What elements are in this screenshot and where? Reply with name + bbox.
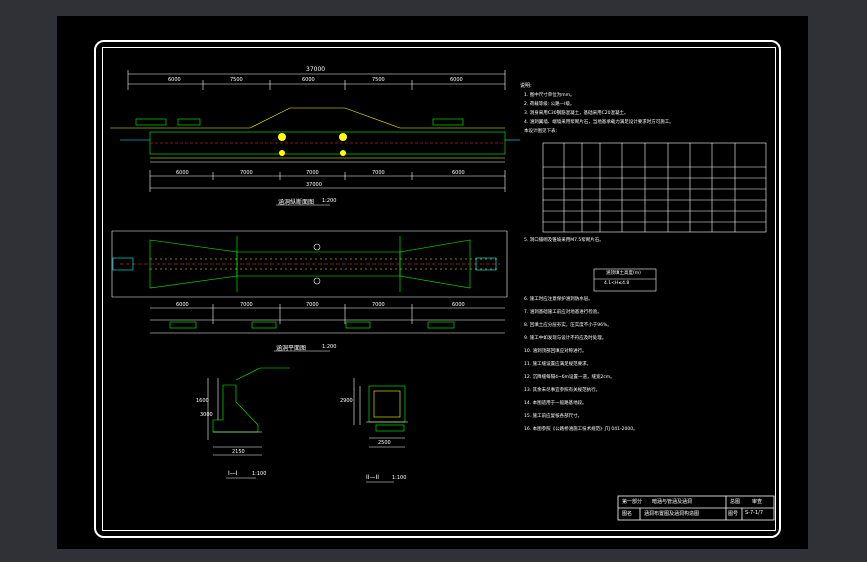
note-4b: 本设计图见下表: bbox=[524, 129, 558, 134]
note-12: 12. 沉降缝每隔4~6m设置一道，缝宽2cm。 bbox=[524, 375, 615, 380]
note-5: 5. 洞口铺砌及锥坡采用M7.5浆砌片石。 bbox=[524, 238, 604, 243]
note-13: 13. 其余未尽事宜参照有关规范执行。 bbox=[524, 388, 601, 393]
mid-seg-4: 7000 bbox=[372, 170, 385, 176]
top-seg-1: 6000 bbox=[168, 77, 181, 83]
section-scale-1: 1:200 bbox=[322, 198, 337, 204]
longitudinal-section bbox=[110, 70, 520, 206]
plan-view bbox=[111, 230, 508, 352]
mid-seg-3: 7000 bbox=[306, 170, 319, 176]
note-7: 7. 涵洞基础施工前应对地基进行检验。 bbox=[524, 310, 602, 315]
section-title-2: 涵洞平面图 bbox=[276, 345, 307, 352]
note-4: 4. 涵洞翼墙、端墙采用浆砌片石，当地基承载力满足设计要求时方可施工。 bbox=[524, 120, 674, 125]
tb-row1-c: 总图 bbox=[730, 499, 741, 505]
plan-seg-1: 6000 bbox=[176, 302, 189, 308]
top-seg-2: 7500 bbox=[230, 77, 243, 83]
tb-row2-a: 图名 bbox=[622, 511, 633, 517]
detail-1-scale: 1:100 bbox=[252, 471, 267, 477]
detail-1-dim-a: 1600 bbox=[196, 398, 209, 404]
tb-row2-d: S-7-1/7 bbox=[745, 510, 764, 516]
top-seg-4: 7500 bbox=[372, 77, 385, 83]
detail-2-dim-a: 2500 bbox=[378, 440, 391, 446]
tb-row1-d: 审查 bbox=[752, 499, 763, 505]
detail-section-1 bbox=[207, 367, 290, 479]
title-block bbox=[617, 495, 775, 521]
table-caption: 涵顶填土高度(m) bbox=[606, 271, 641, 276]
mid-seg-1: 6000 bbox=[176, 170, 189, 176]
note-9: 9. 施工中如发现与设计不符应及时处理。 bbox=[524, 336, 607, 341]
table-value: 4.1<H≤4.8 bbox=[604, 281, 630, 286]
detail-2-scale: 1:100 bbox=[392, 475, 407, 481]
detail-section-2 bbox=[353, 378, 408, 483]
note-1: 1. 图中尺寸单位为mm。 bbox=[524, 93, 575, 98]
tb-row2-b: 涵洞布置图及涵洞构造图 bbox=[644, 511, 700, 517]
detail-1-dim-b: 3000 bbox=[200, 412, 213, 418]
drawing-sheet-border bbox=[94, 40, 781, 538]
note-6: 6. 施工时应注意保护涵洞防水层。 bbox=[524, 297, 593, 302]
note-3: 3. 洞身采用C30钢筋混凝土，基础采用C20混凝土。 bbox=[524, 111, 629, 116]
tb-row1-a: 第一部分 bbox=[622, 499, 643, 505]
notes-title: 说明: bbox=[520, 83, 532, 89]
note-15: 15. 施工前应复核各部尺寸。 bbox=[524, 414, 583, 419]
plan-seg-3: 7000 bbox=[306, 302, 319, 308]
section-scale-2: 1:200 bbox=[322, 344, 337, 350]
detail-1-dim-c: 2150 bbox=[232, 449, 245, 455]
top-seg-3: 6000 bbox=[302, 77, 315, 83]
note-16: 16. 本图参照《公路桥涵施工技术规范》JTJ 041-2000。 bbox=[524, 427, 638, 432]
drawing-inner-border bbox=[102, 47, 776, 531]
top-seg-5: 6000 bbox=[450, 77, 463, 83]
tb-row2-c: 图号 bbox=[728, 511, 739, 517]
mid-seg-2: 7000 bbox=[240, 170, 253, 176]
detail-2-title: II—II bbox=[366, 474, 380, 481]
note-14: 14. 本图适用于一般路基地段。 bbox=[524, 401, 587, 406]
spec-table bbox=[542, 142, 767, 292]
note-8: 8. 回填土应分层夯实，压实度不小于96%。 bbox=[524, 323, 612, 328]
plan-seg-4: 7000 bbox=[372, 302, 385, 308]
note-2: 2. 荷载等级: 公路—I级。 bbox=[524, 102, 575, 107]
note-10: 10. 涵洞顶部回填应对称进行。 bbox=[524, 349, 587, 354]
plan-seg-2: 7000 bbox=[240, 302, 253, 308]
plan-seg-5: 6000 bbox=[452, 302, 465, 308]
tb-row1-b: 暗涵与管涵及涵洞 bbox=[652, 499, 693, 505]
mid-seg-5: 6000 bbox=[452, 170, 465, 176]
bottom-overall-dim: 37000 bbox=[306, 182, 322, 188]
section-title-1: 涵洞纵断面图 bbox=[278, 199, 315, 206]
detail-2-dim-b: 2900 bbox=[340, 398, 353, 404]
note-11: 11. 施工缝设置应满足规范要求。 bbox=[524, 362, 592, 367]
detail-1-title: I—I bbox=[228, 470, 238, 477]
drawing-frame bbox=[57, 16, 808, 549]
top-overall-dim: 37000 bbox=[306, 66, 326, 73]
